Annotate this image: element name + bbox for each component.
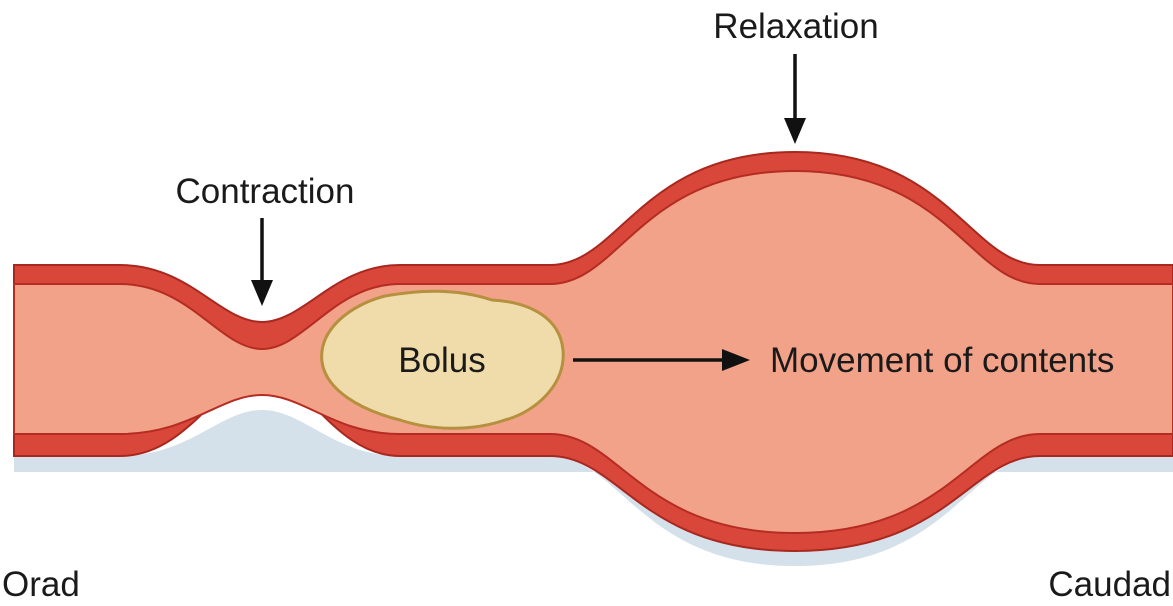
contraction-arrow <box>251 218 273 306</box>
bolus-label: Bolus <box>398 341 486 380</box>
orad-label: Orad <box>2 565 80 604</box>
relaxation-arrow <box>784 54 806 144</box>
contraction-label: Contraction <box>176 172 355 211</box>
relaxation-label: Relaxation <box>713 7 878 46</box>
movement-of-contents-label: Movement of contents <box>770 341 1114 380</box>
caudad-label: Caudad <box>1048 565 1171 604</box>
